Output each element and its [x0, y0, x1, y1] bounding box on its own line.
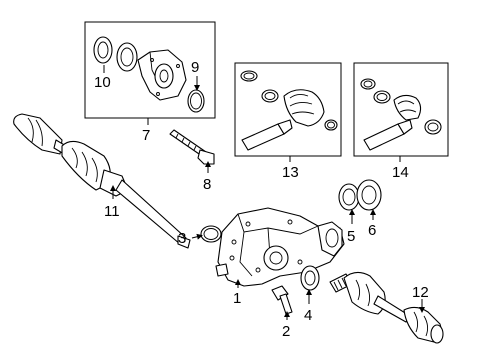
o-ring-part-9[interactable]	[187, 89, 205, 113]
bolt-part-8[interactable]	[169, 129, 215, 165]
kit-box-13	[234, 62, 342, 157]
clamp-part-13b[interactable]	[261, 89, 279, 103]
callout-12: 12	[412, 284, 429, 301]
flange-housing[interactable]	[137, 49, 187, 101]
clamp-part-14b[interactable]	[373, 90, 391, 104]
front-axle-shaft-11[interactable]	[13, 113, 191, 249]
grease-tube-14[interactable]	[363, 119, 413, 151]
differential-housing-1[interactable]	[215, 207, 345, 287]
seal-part-6[interactable]	[356, 179, 382, 211]
callout-5: 5	[347, 228, 355, 245]
o-ring-part-3[interactable]	[200, 225, 222, 243]
callout-6: 6	[368, 222, 376, 239]
callout-1: 1	[233, 290, 241, 307]
seal-part-5[interactable]	[338, 183, 360, 211]
clamp-part-14a[interactable]	[360, 78, 376, 90]
callout-4: 4	[304, 307, 312, 324]
clamp-part-13c[interactable]	[324, 119, 338, 131]
clamp-part-14c[interactable]	[424, 119, 442, 135]
callout-9: 9	[191, 59, 199, 76]
kit-box-7	[84, 21, 216, 119]
kit-box-14	[353, 62, 449, 157]
rear-axle-shaft-12[interactable]	[329, 271, 444, 344]
callout-8: 8	[203, 176, 211, 193]
boot-part-13[interactable]	[283, 89, 325, 127]
callout-10: 10	[94, 74, 111, 91]
callout-3: 3	[178, 230, 186, 247]
ring-part[interactable]	[116, 42, 138, 72]
callout-13: 13	[282, 164, 299, 181]
bolt-part-2[interactable]	[271, 285, 293, 315]
callout-2: 2	[282, 323, 290, 340]
grease-tube-13[interactable]	[241, 119, 293, 151]
boot-part-14[interactable]	[393, 94, 422, 121]
callout-7: 7	[142, 127, 150, 144]
seal-part-4[interactable]	[300, 265, 320, 291]
seal-part-10[interactable]	[93, 36, 113, 64]
callout-11: 11	[104, 203, 120, 220]
callout-14: 14	[392, 164, 409, 181]
clamp-part-13a[interactable]	[240, 70, 258, 82]
